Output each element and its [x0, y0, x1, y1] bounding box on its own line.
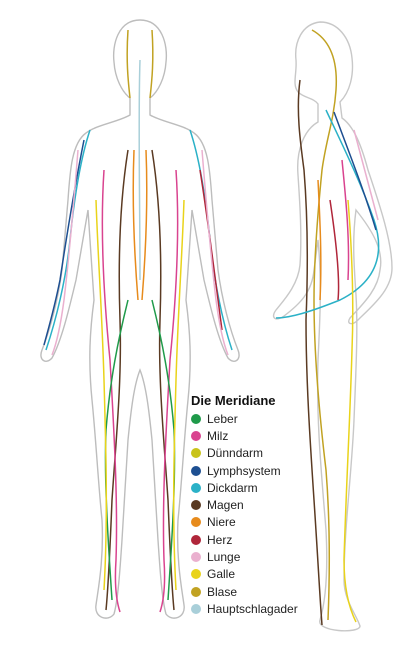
milz-color-dot [191, 431, 201, 441]
legend-title: Die Meridiane [191, 391, 341, 410]
legend-item-magen: Magen [191, 496, 341, 513]
legend-item-blase: Blase [191, 583, 341, 600]
lunge-color-dot [191, 552, 201, 562]
hauptschlagader-color-dot [191, 604, 201, 614]
legend-label-lymphsystem: Lymphsystem [207, 464, 281, 478]
legend-label-hauptschlagader: Hauptschlagader [207, 602, 298, 616]
niere-color-dot [191, 517, 201, 527]
legend-label-blase: Blase [207, 585, 237, 599]
legend-item-herz: Herz [191, 531, 341, 548]
duenndarm-color-dot [191, 448, 201, 458]
legend-label-magen: Magen [207, 498, 244, 512]
legend-item-hauptschlagader: Hauptschlagader [191, 600, 341, 617]
legend-label-niere: Niere [207, 515, 236, 529]
legend-item-milz: Milz [191, 427, 341, 444]
legend-label-lunge: Lunge [207, 550, 240, 564]
dickdarm-color-dot [191, 483, 201, 493]
legend-item-duenndarm: Dünndarm [191, 445, 341, 462]
lymphsystem-color-dot [191, 466, 201, 476]
legend-label-milz: Milz [207, 429, 228, 443]
legend-label-leber: Leber [207, 412, 238, 426]
legend-item-lunge: Lunge [191, 548, 341, 565]
blase-color-dot [191, 587, 201, 597]
legend-item-niere: Niere [191, 514, 341, 531]
legend-item-dickdarm: Dickdarm [191, 479, 341, 496]
herz-color-dot [191, 535, 201, 545]
legend-label-herz: Herz [207, 533, 232, 547]
legend-label-duenndarm: Dünndarm [207, 446, 263, 460]
legend-item-galle: Galle [191, 566, 341, 583]
legend-label-galle: Galle [207, 567, 235, 581]
legend-label-dickdarm: Dickdarm [207, 481, 258, 495]
leber-color-dot [191, 414, 201, 424]
legend-item-leber: Leber [191, 410, 341, 427]
magen-color-dot [191, 500, 201, 510]
galle-color-dot [191, 569, 201, 579]
legend-item-lymphsystem: Lymphsystem [191, 462, 341, 479]
meridian-legend: Die Meridiane Leber Milz Dünndarm Lymphs… [191, 391, 341, 618]
